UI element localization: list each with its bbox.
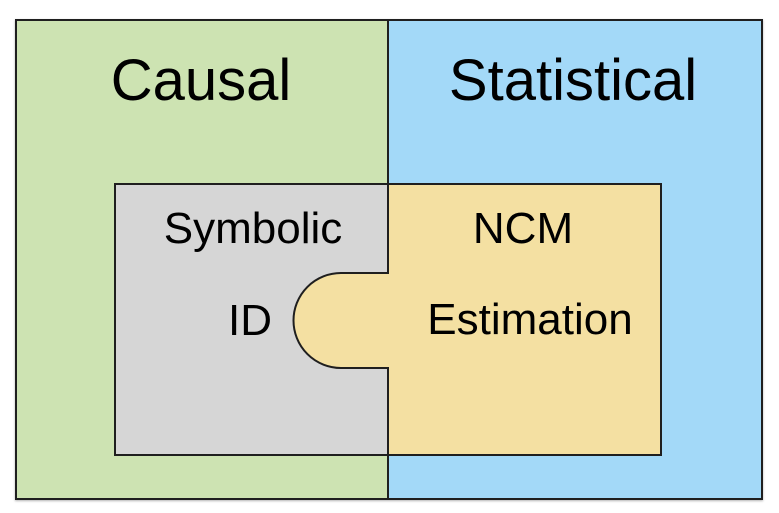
id-label: ID (228, 296, 272, 345)
ncm-estimation-piece-shape (292, 183, 662, 456)
symbolic-label: Symbolic (163, 204, 343, 253)
estimation-label: Estimation (427, 295, 633, 344)
ncm-label: NCM (472, 204, 574, 253)
statistical-region-label: Statistical (448, 48, 698, 113)
causal-region-label: Causal (110, 48, 292, 113)
